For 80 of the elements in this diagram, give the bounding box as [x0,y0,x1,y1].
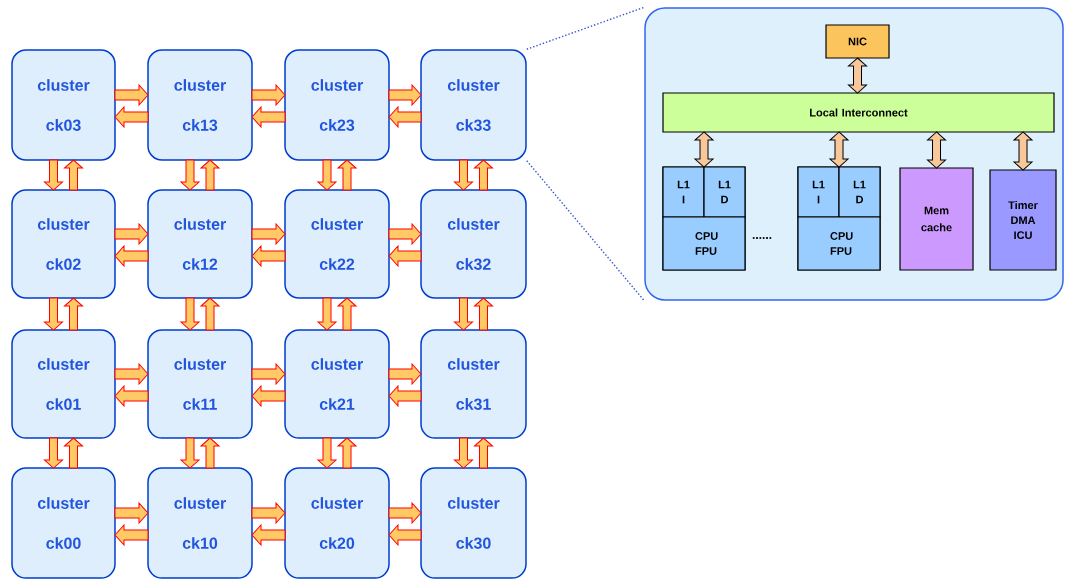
arrow [454,437,473,469]
arrow [114,223,149,245]
arrow [474,159,493,191]
arrow [114,524,149,546]
arrow [829,131,849,168]
arrow [927,131,946,169]
arrow [114,84,149,106]
arrow [251,385,286,407]
arrow [114,106,149,128]
arrow [251,106,286,128]
arrow [388,245,422,267]
mem-cache-box: Mem cache [899,167,974,271]
cluster-box: cluster ck12 [147,189,253,299]
cluster-box: cluster ck33 [420,49,527,161]
arrow [251,502,286,524]
arrow [64,437,83,469]
arrow [388,84,422,106]
interconnect-bar: Local Interconnect [662,92,1055,133]
arrow [64,297,83,331]
cluster-box: cluster ck30 [420,467,527,579]
arrow [388,106,422,128]
nic-box: NIC [825,24,890,59]
arrow [44,297,63,331]
arrow [114,363,149,385]
arrow [200,297,220,331]
cluster-box: cluster ck13 [147,49,253,161]
arrow [200,437,220,469]
arrow [337,159,357,191]
dotted-line [526,160,645,302]
cluster-box: cluster ck22 [284,189,390,299]
cpu-part-box: L1 I [662,166,705,218]
arrow [251,524,286,546]
cluster-box: cluster ck11 [147,329,253,439]
cpu-part-box: L1 I [797,166,840,218]
arrow [200,159,220,191]
arrow [114,245,149,267]
arrow [454,297,473,331]
cluster-box: cluster ck32 [420,189,527,299]
arrow [251,245,286,267]
cpu-part-box: L1 D [838,166,881,218]
cpu-part-box: L1 D [703,166,746,218]
arrow [180,159,200,191]
arrow [180,297,200,331]
arrow [474,437,493,469]
arrow [388,223,422,245]
arrow [454,159,473,191]
cluster-box: cluster ck10 [147,467,253,579]
arrow [317,297,337,331]
arrow [317,159,337,191]
dotted-line [526,6,645,50]
arrow [317,437,337,469]
arrow [337,297,357,331]
arrow [388,385,422,407]
timer-box: Timer DMA ICU [989,169,1057,271]
arrow [44,159,63,191]
ellipsis-label: ...... [752,237,772,239]
cluster-box: cluster ck31 [420,329,527,439]
arrow [337,437,357,469]
arrow [388,524,422,546]
cluster-box: cluster ck21 [284,329,390,439]
cluster-box: cluster ck03 [11,49,116,161]
cluster-box: cluster ck01 [11,329,116,439]
cluster-box: cluster ck20 [284,467,390,579]
arrow [180,437,200,469]
arrow [474,297,493,331]
arrow [388,363,422,385]
arrow [114,502,149,524]
arrow [388,502,422,524]
arrow [44,437,63,469]
arrow [251,84,286,106]
arrow [251,363,286,385]
cluster-box: cluster ck00 [11,467,116,579]
arrow [64,159,83,191]
arrow [114,385,149,407]
arrow [694,131,714,168]
arrow [1013,131,1033,171]
arrow [848,57,867,94]
cluster-box: cluster ck02 [11,189,116,299]
arrow [251,223,286,245]
cluster-box: cluster ck23 [284,49,390,161]
